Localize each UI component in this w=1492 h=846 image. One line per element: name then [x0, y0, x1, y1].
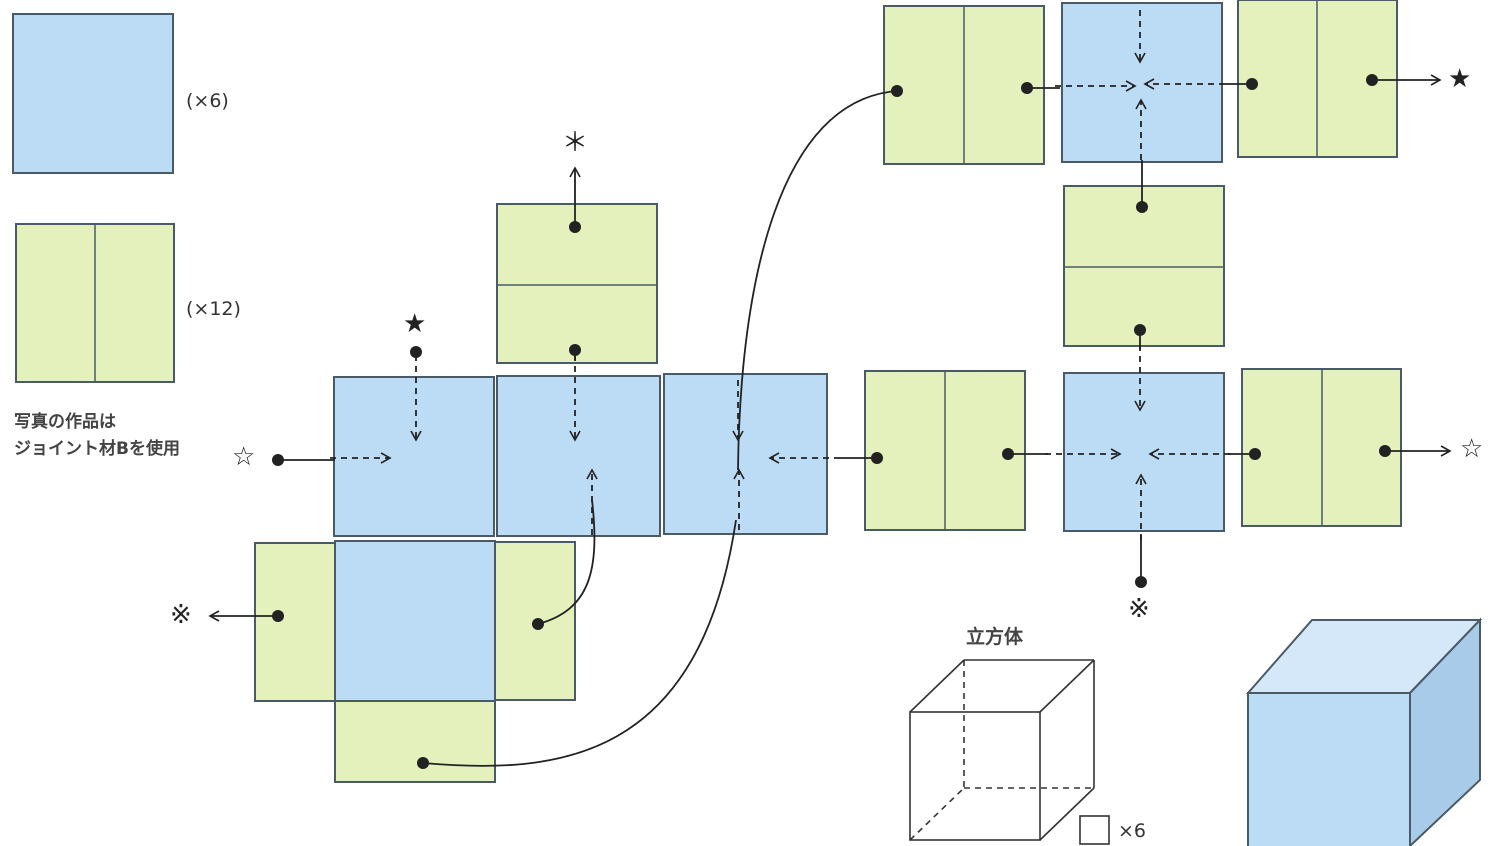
cube-title: 立方体 — [966, 626, 1024, 648]
reference-mark-left: ※ — [170, 600, 192, 630]
green-panel-right-vertical — [1063, 185, 1225, 347]
black-star-mark-right: ★ — [1448, 64, 1472, 94]
reference-mark-bottom: ※ — [1128, 594, 1150, 624]
cube-count-label: ×6 — [1118, 820, 1147, 842]
green-panel-top-left — [883, 5, 1045, 165]
green-panel-right-row — [1241, 368, 1402, 527]
legend-green-square — [15, 223, 175, 383]
blue-panel-row-3 — [663, 373, 828, 535]
blue-panel-bottom-center — [334, 540, 496, 702]
green-count-label: (×12) — [186, 298, 241, 320]
white-star-mark-right: ☆ — [1460, 434, 1484, 464]
junction-dots — [272, 74, 1391, 769]
connection-curves — [422, 90, 898, 767]
photo-note-line-1: 写真の作品は — [14, 412, 116, 432]
white-star-mark-left: ☆ — [232, 442, 256, 472]
blue-cube-illustration — [1245, 617, 1483, 846]
blue-count-label: (×6) — [186, 90, 229, 112]
legend-blue-square — [12, 13, 174, 174]
blue-panel-top-center — [1061, 2, 1223, 163]
black-star-mark-left: ★ — [403, 309, 427, 339]
blue-panel-row-2 — [496, 375, 661, 537]
wireframe-cube — [909, 659, 1095, 841]
asterisk-mark: ＊ — [562, 128, 589, 158]
dashed-arrows — [330, 10, 1230, 540]
photo-note-line-2: ジョイント材Bを使用 — [14, 439, 180, 459]
small-square-icon — [1079, 815, 1110, 845]
blue-panel-row-1 — [333, 376, 495, 537]
blue-panel-right-center — [1063, 372, 1225, 532]
green-panel-middle-row — [864, 370, 1026, 531]
